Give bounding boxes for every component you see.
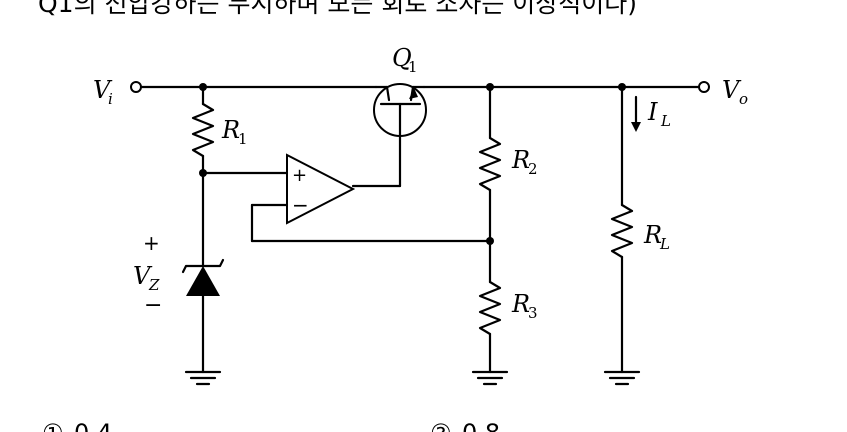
svg-text:V: V bbox=[722, 76, 742, 104]
svg-text:L: L bbox=[660, 112, 671, 130]
top-rail bbox=[130, 81, 710, 93]
svg-text:L: L bbox=[659, 235, 670, 253]
op-amp: + − bbox=[250, 153, 492, 243]
svg-text:+: + bbox=[292, 165, 307, 186]
svg-text:o: o bbox=[739, 90, 748, 108]
r2-label: R 2 bbox=[511, 146, 538, 178]
svg-text:3: 3 bbox=[528, 304, 538, 322]
svg-text:V: V bbox=[93, 76, 113, 104]
svg-text:Z: Z bbox=[148, 276, 160, 294]
vin-label: V i bbox=[93, 76, 113, 108]
svg-text:R: R bbox=[511, 146, 530, 174]
svg-text:0.8: 0.8 bbox=[462, 419, 500, 432]
svg-text:V: V bbox=[133, 262, 153, 290]
svg-text:①: ① bbox=[42, 419, 64, 432]
svg-text:1: 1 bbox=[238, 130, 248, 148]
q1-label: Q 1 bbox=[392, 44, 418, 76]
header-text: Q1의 전압강하는 무시하며 모든 회로 소자는 이상적이다) bbox=[38, 0, 637, 18]
svg-text:R: R bbox=[511, 290, 530, 318]
divider-branch bbox=[471, 83, 509, 386]
load-branch bbox=[603, 83, 641, 386]
answer-option-1: ① 0.4 bbox=[42, 419, 112, 432]
svg-text:1: 1 bbox=[408, 58, 418, 76]
il-label: I L bbox=[647, 98, 671, 130]
svg-text:+: + bbox=[143, 231, 160, 255]
vout-label: V o bbox=[722, 76, 748, 108]
svg-text:②: ② bbox=[430, 419, 452, 432]
answer-option-2: ② 0.8 bbox=[430, 419, 500, 432]
svg-text:R: R bbox=[643, 221, 662, 249]
r3-label: R 3 bbox=[511, 290, 538, 322]
svg-text:−: − bbox=[144, 293, 162, 318]
r1-label: R 1 bbox=[221, 116, 248, 148]
svg-text:R: R bbox=[221, 116, 240, 144]
svg-text:I: I bbox=[647, 98, 658, 126]
vz-label: + V Z − bbox=[133, 231, 162, 318]
svg-text:2: 2 bbox=[528, 160, 538, 178]
svg-text:Q: Q bbox=[392, 44, 412, 72]
rl-label: R L bbox=[643, 221, 670, 253]
left-branch bbox=[181, 83, 289, 386]
svg-text:−: − bbox=[292, 193, 309, 217]
svg-text:0.4: 0.4 bbox=[74, 419, 112, 432]
transistor-q1 bbox=[373, 83, 427, 188]
svg-text:i: i bbox=[108, 90, 113, 108]
